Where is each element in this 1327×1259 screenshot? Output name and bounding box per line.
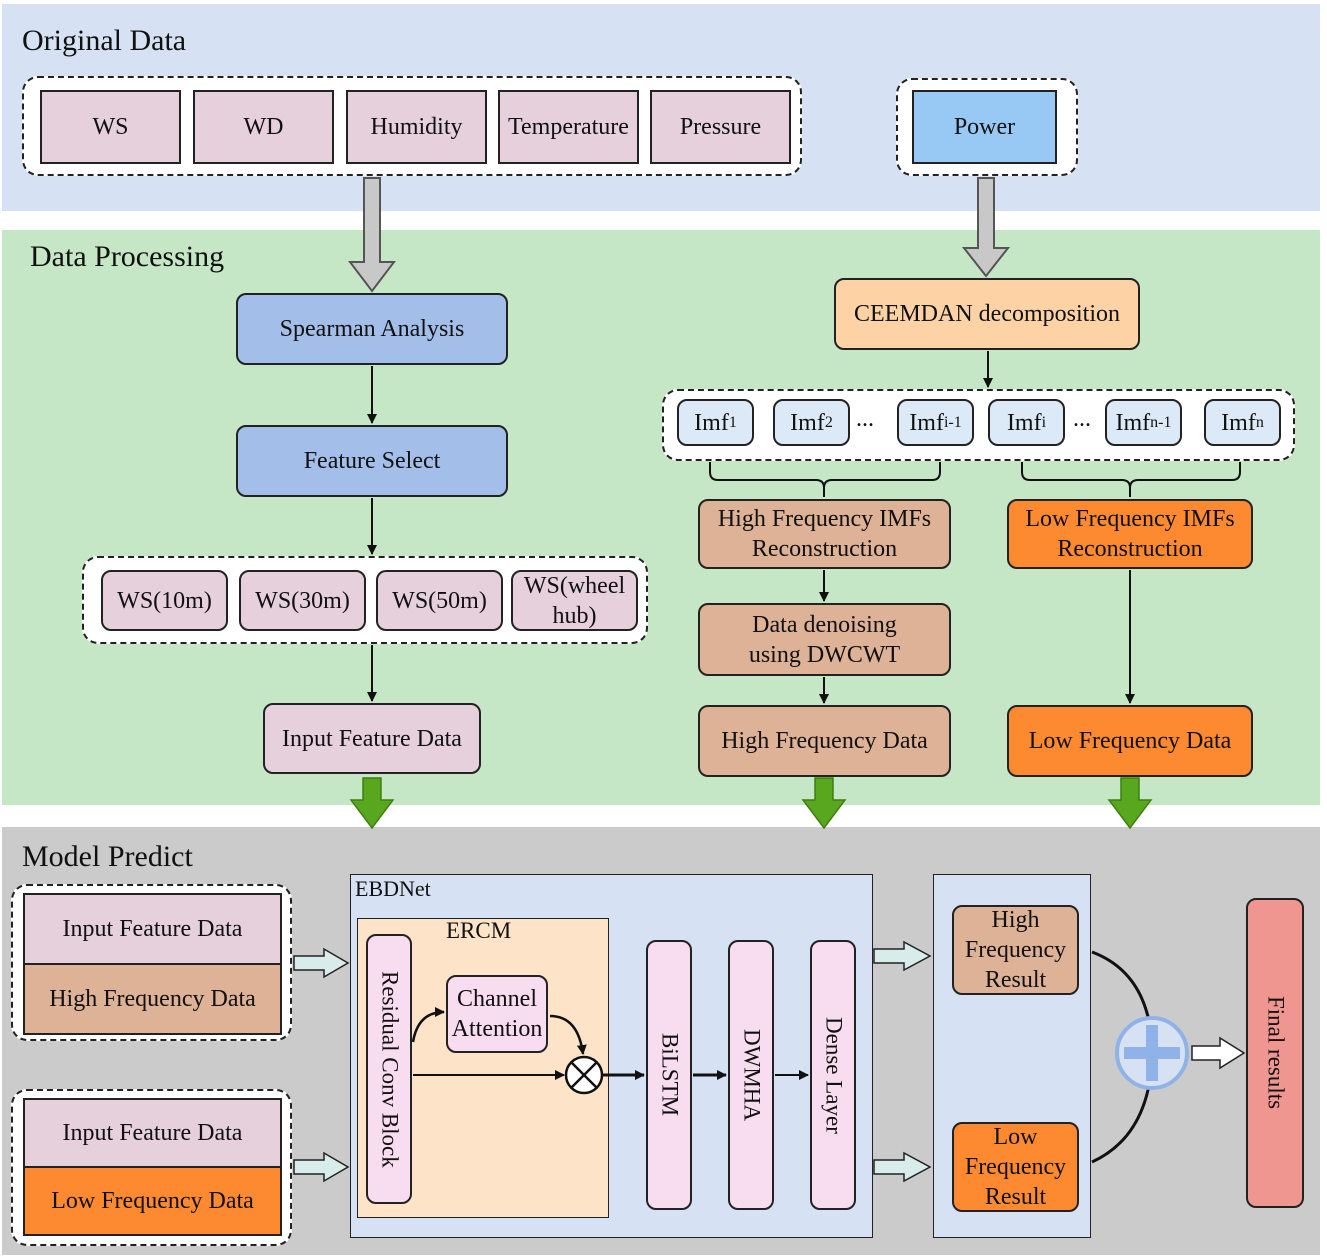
input-ws: WS: [40, 90, 181, 164]
feature-ws-10m: WS(10m): [101, 570, 228, 631]
imf-i-minus-1-base: Imf: [909, 409, 944, 436]
brace-low-imfs: [1021, 462, 1241, 489]
power-box: Power: [912, 90, 1057, 164]
imf-n-minus-1-base: Imf: [1115, 409, 1151, 436]
spearman-analysis-box: Spearman Analysis: [236, 293, 508, 365]
group1-high-frequency-data: High Frequency Data: [23, 963, 282, 1035]
imf-1-base: Imf: [694, 409, 729, 436]
group2-low-frequency-data: Low Frequency Data: [23, 1166, 282, 1236]
multiply-circle-icon: [564, 1055, 604, 1095]
residual-conv-block: Residual Conv Block: [366, 934, 412, 1204]
ercm-label: ERCM: [446, 918, 512, 943]
imf-2-sub: 2: [824, 413, 833, 431]
dwmha-layer: DWMHA: [728, 940, 774, 1210]
dwcwt-denoising-box: Data denoising using DWCWT: [698, 603, 951, 676]
original-data-title: Original Data: [22, 24, 187, 57]
green-arrow-high-data: [801, 777, 847, 830]
imf-ellipsis-1: ...: [856, 406, 874, 432]
input-humidity: Humidity: [346, 90, 487, 164]
imf-n-base: Imf: [1221, 409, 1256, 436]
hollow-arrow-to-low-result: [873, 1151, 932, 1183]
arrow-low-result-to-plus: [1091, 1079, 1154, 1164]
model-predict-title: Model Predict: [22, 840, 193, 873]
input-feature-data-box: Input Feature Data: [263, 703, 481, 774]
high-frequency-data-box: High Frequency Data: [698, 705, 951, 777]
imf-group: [662, 389, 1295, 461]
final-results-box: Final results: [1246, 898, 1304, 1208]
ebdnet-label: EBDNet: [355, 876, 431, 901]
bilstm-layer: BiLSTM: [646, 940, 692, 1210]
high-frequency-reconstruction-box: High Frequency IMFs Reconstruction: [698, 499, 951, 569]
imf-2-base: Imf: [790, 409, 825, 436]
feature-select-box: Feature Select: [236, 425, 508, 497]
arrow-high-result-to-plus: [1091, 950, 1154, 1027]
imf-i-sub: i: [1041, 413, 1047, 431]
low-frequency-data-box: Low Frequency Data: [1007, 705, 1253, 777]
low-frequency-result: Low Frequency Result: [952, 1122, 1079, 1212]
imf-n-sub: n: [1255, 413, 1264, 431]
gray-arrow-inputs-to-spearman: [347, 177, 397, 293]
hollow-arrow-group1: [293, 947, 350, 979]
green-arrow-low-data: [1107, 777, 1153, 830]
hollow-arrow-to-final: [1191, 1036, 1246, 1070]
imf-i-base: Imf: [1006, 409, 1042, 436]
imf-i-minus-1-sub: i-1: [943, 413, 962, 431]
gray-arrow-power-to-ceemdan: [961, 177, 1011, 278]
data-processing-title: Data Processing: [30, 240, 225, 273]
low-frequency-reconstruction-box: Low Frequency IMFs Reconstruction: [1007, 499, 1253, 569]
dense-layer: Dense Layer: [810, 940, 856, 1210]
imf-n-minus-1-sub: n-1: [1150, 413, 1172, 431]
imf-ellipsis-2: ...: [1073, 406, 1091, 432]
green-arrow-input-feature: [349, 777, 395, 830]
feature-ws-wheel-hub: WS(wheel hub): [511, 570, 638, 631]
channel-attention-box: Channel Attention: [446, 975, 548, 1053]
hollow-arrow-to-high-result: [873, 940, 932, 972]
brace-high-imfs: [709, 462, 941, 489]
feature-ws-50m: WS(50m): [376, 570, 503, 631]
imf-1-sub: 1: [728, 413, 737, 431]
input-wd: WD: [193, 90, 334, 164]
ceemdan-box: CEEMDAN decomposition: [834, 278, 1140, 350]
input-pressure: Pressure: [650, 90, 791, 164]
arrow-residual-to-attention: [411, 1007, 445, 1043]
arrow-attention-to-multiply: [549, 1014, 587, 1055]
feature-ws-30m: WS(30m): [239, 570, 366, 631]
input-temperature: Temperature: [498, 90, 639, 164]
hollow-arrow-group2: [293, 1151, 350, 1183]
high-frequency-result: High Frequency Result: [952, 905, 1079, 995]
plus-circle-icon: [1115, 1016, 1189, 1090]
